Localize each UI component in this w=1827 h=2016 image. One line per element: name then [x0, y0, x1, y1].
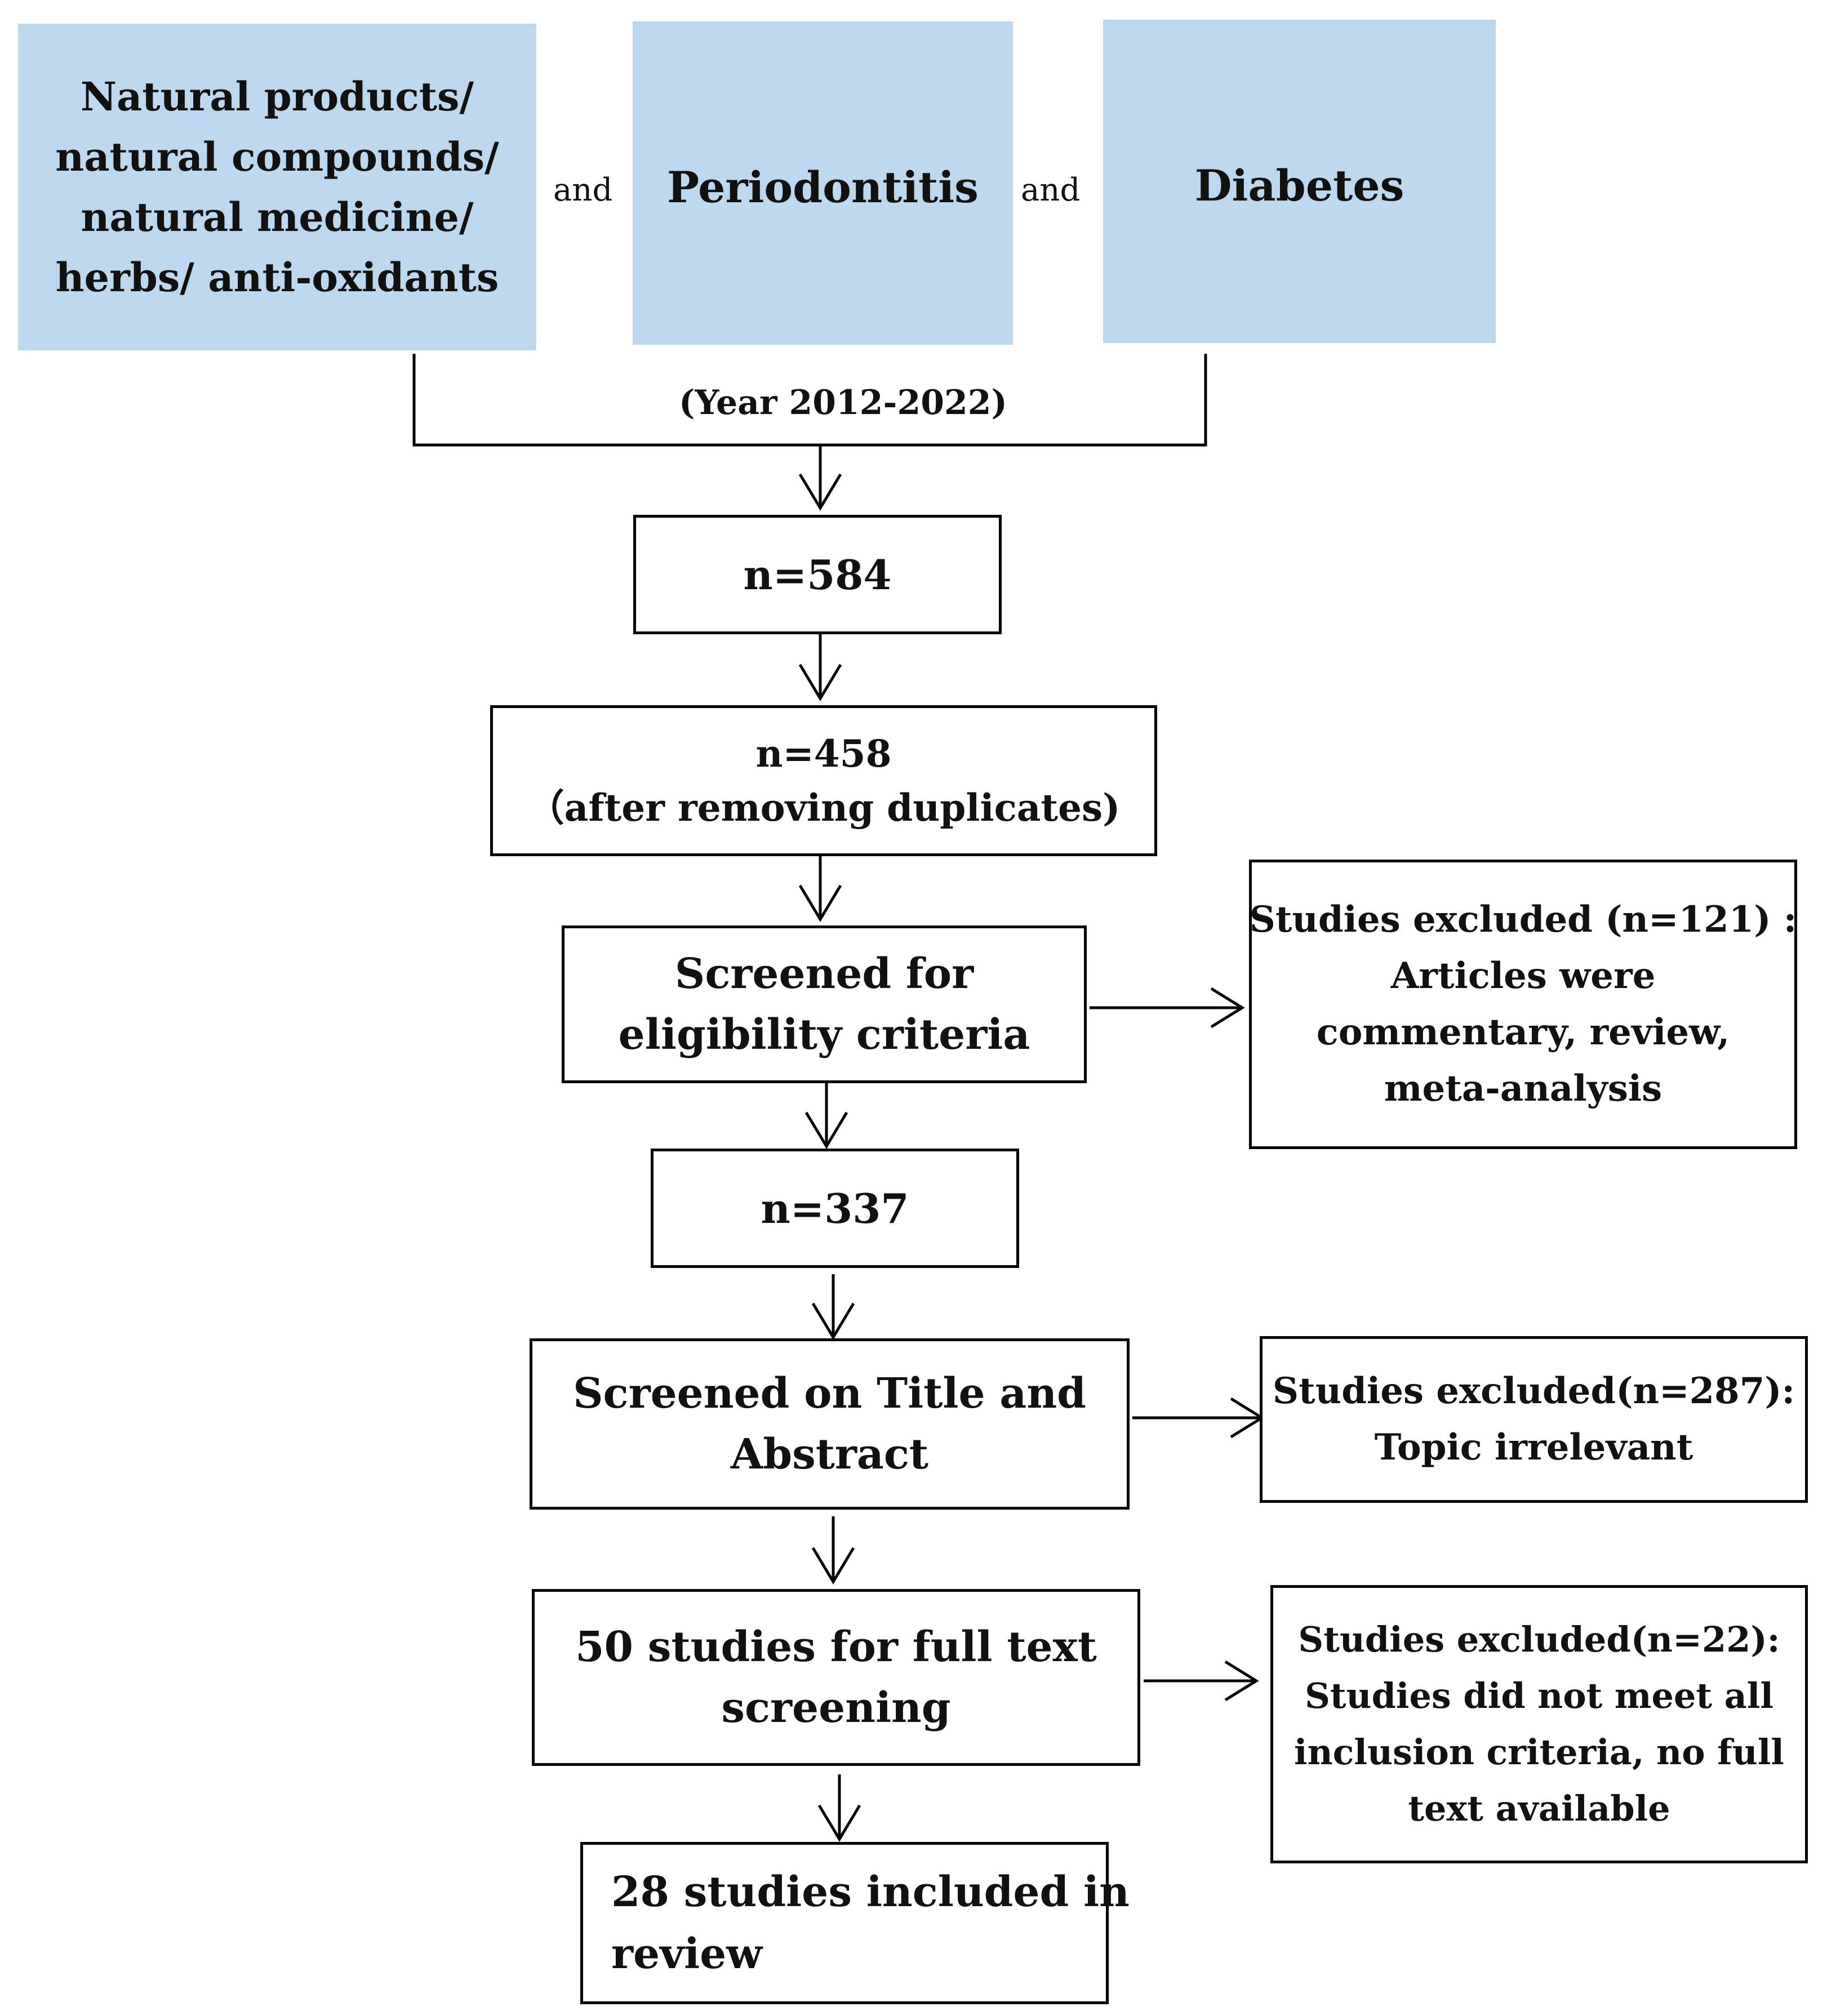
exclusion-line: inclusion criteria, no full: [1294, 1732, 1784, 1773]
search-term-diabetes: Diabetes: [1103, 20, 1496, 343]
step-line: 28 studies included in: [611, 1868, 1130, 1916]
step-line: （after removing duplicates): [527, 786, 1121, 830]
search-term-line: natural compounds/: [55, 133, 499, 180]
exclusion-line: Topic irrelevant: [1374, 1426, 1693, 1468]
exclusion-line: Articles were: [1390, 955, 1656, 997]
exclusion-line: Studies excluded (n=121) :: [1249, 898, 1797, 941]
exclusion-box-full-text: Studies excluded(n=22): Studies did not …: [1270, 1585, 1808, 1863]
step-line: Screened on Title and: [573, 1369, 1086, 1418]
search-term-line: Natural products/: [80, 73, 474, 120]
year-range-label: (Year 2012-2022): [679, 383, 1007, 422]
step-line: n=337: [761, 1184, 909, 1232]
search-term-line: Diabetes: [1194, 161, 1404, 211]
records-after-eligibility-box: n=337: [651, 1149, 1019, 1268]
search-term-periodontitis: Periodontitis: [633, 21, 1013, 345]
exclusion-box-eligibility: Studies excluded (n=121) : Articles were…: [1249, 860, 1797, 1149]
after-duplicates-box: n=458 （after removing duplicates): [490, 705, 1157, 856]
exclusion-box-title-abstract: Studies excluded(n=287): Topic irrelevan…: [1260, 1336, 1808, 1503]
step-line: Screened for: [674, 950, 974, 998]
step-line: 50 studies for full text: [575, 1623, 1097, 1671]
studies-included-box: 28 studies included in review: [580, 1842, 1130, 2004]
search-term-line: Periodontitis: [667, 162, 979, 212]
and-connector-2: and: [1021, 172, 1081, 208]
exclusion-line: text available: [1408, 1788, 1670, 1829]
exclusion-line: commentary, review,: [1316, 1011, 1730, 1053]
step-line: n=584: [743, 550, 892, 599]
exclusion-line: Studies excluded(n=22):: [1298, 1619, 1780, 1660]
and-connector-1: and: [553, 172, 613, 208]
step-line: review: [611, 1930, 762, 1978]
title-abstract-screening-box: Screened on Title and Abstract: [530, 1338, 1130, 1510]
search-term-natural-products: Natural products/ natural compounds/ nat…: [18, 24, 536, 350]
exclusion-line: Studies excluded(n=287):: [1272, 1370, 1795, 1412]
search-merge-bracket: [412, 354, 1207, 447]
records-identified-box: n=584: [633, 515, 1002, 634]
step-line: eligibility criteria: [618, 1011, 1030, 1059]
exclusion-line: meta-analysis: [1384, 1067, 1662, 1110]
step-line: n=458: [755, 732, 892, 776]
full-text-screening-box: 50 studies for full text screening: [532, 1589, 1140, 1766]
eligibility-screening-box: Screened for eligibility criteria: [562, 925, 1087, 1083]
search-term-line: natural medicine/: [81, 194, 474, 241]
step-line: screening: [721, 1684, 951, 1732]
exclusion-line: Studies did not meet all: [1305, 1675, 1773, 1716]
search-term-line: herbs/ anti-oxidants: [55, 254, 499, 301]
step-line: Abstract: [730, 1430, 929, 1479]
